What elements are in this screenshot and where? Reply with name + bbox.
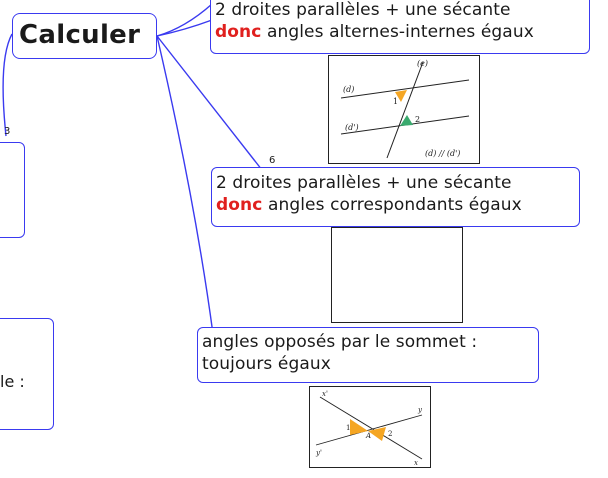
topic-line-2: donc angles correspondants égaux <box>216 194 579 216</box>
child-count-badge: 6 <box>269 155 276 166</box>
central-topic-calculer[interactable]: Calculer <box>12 13 157 59</box>
fig-label-xprime: x' <box>322 390 328 398</box>
central-topic-label: Calculer <box>19 20 141 50</box>
fig-label-2: 2 <box>388 430 392 438</box>
figure-correspondants-empty <box>331 227 463 323</box>
left-topic-partial[interactable] <box>0 142 25 238</box>
topic-correspondants[interactable]: 2 droites parallèles + une sécante donc … <box>211 167 580 227</box>
child-count-badge: 3 <box>4 126 11 137</box>
topic-opposes-sommet[interactable]: angles opposés par le sommet : toujours … <box>197 327 539 383</box>
topic-line-2-rest: angles correspondants égaux <box>262 195 522 215</box>
fig-label-yprime: y' <box>315 449 322 457</box>
fig-label-y: y <box>417 406 423 414</box>
fig-label-1: 1 <box>346 424 350 432</box>
topic-line-2: toujours égaux <box>202 354 331 374</box>
keyword-donc: donc <box>216 195 263 215</box>
topic-line-2-rest: angles alternes-internes égaux <box>261 22 534 42</box>
figure-alternes-internes: (e) (d) 1 (d') 2 (d) // (d') <box>328 55 480 164</box>
topic-alternes-internes[interactable]: 2 droites parallèles + une sécante donc … <box>210 0 590 54</box>
topic-line-1: 2 droites parallèles + une sécante <box>216 173 512 193</box>
topic-line-1: angles opposés par le sommet : <box>202 332 478 352</box>
fig-label-parallel: (d) // (d') <box>425 149 460 158</box>
fig-label-2: 2 <box>415 115 420 124</box>
left-topic-partial-2[interactable] <box>0 318 54 430</box>
fig-label-A: A <box>365 432 371 440</box>
keyword-donc: donc <box>215 22 262 42</box>
fig-label-dprime: (d') <box>345 123 359 132</box>
figure-opposes-sommet: x' y 1 A 2 y' x <box>309 386 431 468</box>
fig-label-e: (e) <box>417 59 428 68</box>
fig-label-d: (d) <box>343 85 354 94</box>
topic-line-2: donc angles alternes-internes égaux <box>215 21 589 43</box>
fig-label-x: x <box>414 459 418 467</box>
fig-label-1: 1 <box>393 97 398 106</box>
left-topic-text: le : <box>0 372 25 391</box>
topic-line-1: 2 droites parallèles + une sécante <box>215 0 511 20</box>
